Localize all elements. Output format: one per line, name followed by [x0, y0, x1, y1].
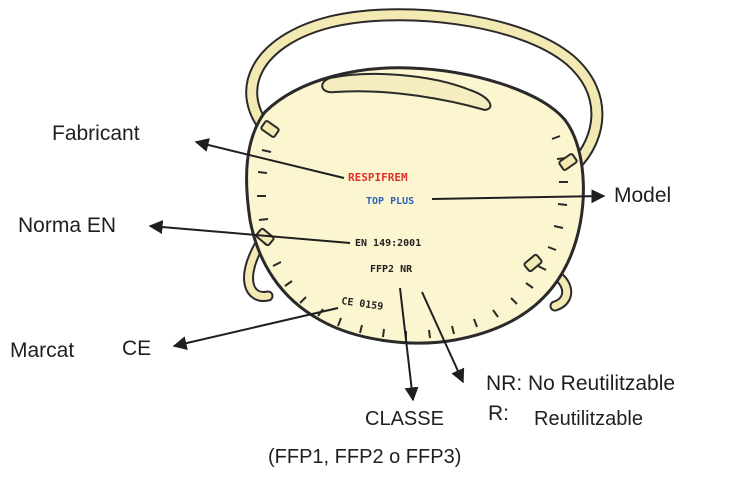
label-reusable-prefix: R: — [488, 402, 509, 426]
mask-class-text: FFP2 NR — [370, 264, 413, 275]
label-reusable-text: Reutilitzable — [534, 408, 643, 431]
mask-body — [247, 68, 584, 343]
label-class-title: CLASSE — [365, 408, 444, 431]
arrow-ce — [174, 308, 338, 346]
label-manufacturer: Fabricant — [52, 122, 140, 146]
label-model: Model — [614, 184, 671, 208]
label-ce-mark-2: CE — [122, 337, 151, 361]
label-class-options: (FFP1, FFP2 o FFP3) — [268, 446, 461, 469]
label-standard: Norma EN — [18, 214, 116, 238]
mask-standard-text: EN 149:2001 — [355, 238, 421, 249]
label-non-reusable: NR: No Reutilitzable — [486, 372, 675, 396]
mask-model-text: TOP PLUS — [366, 196, 414, 207]
label-ce-mark-1: Marcat — [10, 339, 74, 363]
mask-brand-text: RESPIFREM — [348, 171, 408, 184]
